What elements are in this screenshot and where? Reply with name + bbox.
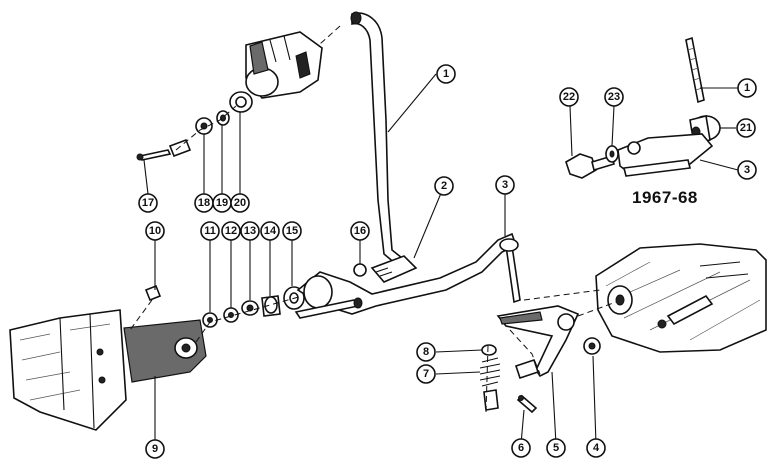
callout-10: 10: [145, 221, 165, 241]
callout-2-label: 2: [441, 180, 447, 192]
callout-18-label: 18: [198, 197, 210, 209]
callout-18: 18: [194, 193, 214, 213]
washer-16-part: [353, 263, 367, 277]
callout-17: 17: [138, 193, 158, 213]
retainer-8-part: [481, 344, 497, 356]
callout-inset-3-label: 3: [744, 164, 750, 176]
callout-12-label: 12: [225, 225, 237, 237]
transmission-part: [595, 243, 767, 353]
inset-year-label: 1967-68: [632, 188, 698, 207]
callout-12: 12: [221, 221, 241, 241]
callout-20-label: 20: [234, 197, 246, 209]
callout-22: 22: [559, 87, 579, 107]
leader-lines: [143, 73, 739, 445]
callout-19-label: 19: [216, 197, 228, 209]
callout-7: 7: [416, 364, 436, 384]
inset-rod-part: [685, 36, 705, 104]
callout-17-label: 17: [142, 197, 154, 209]
pin-6-part: [516, 394, 538, 414]
callout-10-label: 10: [149, 225, 161, 237]
callout-4: 4: [586, 438, 606, 458]
callout-13: 13: [240, 221, 260, 241]
bolt-17-part: [136, 149, 172, 161]
callout-14: 14: [260, 221, 280, 241]
callout-16-label: 16: [354, 225, 366, 237]
swivel-2-part: [370, 255, 418, 283]
washer-13-part: [241, 300, 259, 316]
frame-part: [9, 309, 127, 431]
callout-6: 6: [511, 438, 531, 458]
lever-3-part: [294, 232, 517, 319]
callout-14-label: 14: [264, 225, 277, 237]
callout-21-label: 21: [740, 122, 752, 134]
bolt-10-part: [129, 284, 162, 331]
spacer-14-part: [261, 295, 281, 317]
callout-1: 1: [436, 64, 456, 84]
callout-23-label: 23: [608, 91, 620, 103]
inset-lever-3-part: [617, 133, 714, 177]
callout-11: 11: [200, 221, 220, 241]
shifter-lever-5-part: [496, 305, 580, 378]
callout-8-label: 8: [423, 346, 429, 358]
callout-23: 23: [604, 87, 624, 107]
callout-3-label: 3: [502, 179, 508, 191]
callout-15-label: 15: [286, 225, 298, 237]
callout-inset-3: 3: [737, 160, 757, 180]
washer-18-part: [195, 117, 213, 135]
callout-2: 2: [434, 176, 454, 196]
callout-16: 16: [350, 221, 370, 241]
vertical-rod-part: [499, 238, 521, 304]
nut-4-part: [583, 337, 601, 355]
nut-11-part: [202, 312, 218, 328]
callout-15: 15: [282, 221, 302, 241]
callout-19: 19: [212, 193, 232, 213]
callout-5-label: 5: [553, 442, 559, 454]
boot-part: [245, 31, 323, 99]
bushing-part: [168, 138, 192, 158]
callout-1-label: 1: [443, 68, 449, 80]
spring-7-part: [479, 357, 501, 411]
callout-5: 5: [546, 438, 566, 458]
callout-inset-1: 1: [737, 78, 757, 98]
callout-9: 9: [145, 439, 165, 459]
callout-21: 21: [736, 118, 756, 138]
callout-13-label: 13: [244, 225, 256, 237]
inset-washer-23-part: [605, 145, 619, 163]
callout-inset-1-label: 1: [744, 82, 750, 94]
bracket-9-part: [123, 319, 207, 383]
callout-7-label: 7: [423, 368, 429, 380]
callout-11-label: 11: [204, 225, 216, 237]
callout-4-label: 4: [593, 442, 600, 454]
callout-6-label: 6: [518, 442, 524, 454]
callout-22-label: 22: [563, 91, 575, 103]
callout-3: 3: [495, 175, 515, 195]
callout-9-label: 9: [152, 443, 158, 455]
callout-8: 8: [416, 342, 436, 362]
callout-20: 20: [230, 193, 250, 213]
bracket-5b-part: [514, 358, 540, 380]
